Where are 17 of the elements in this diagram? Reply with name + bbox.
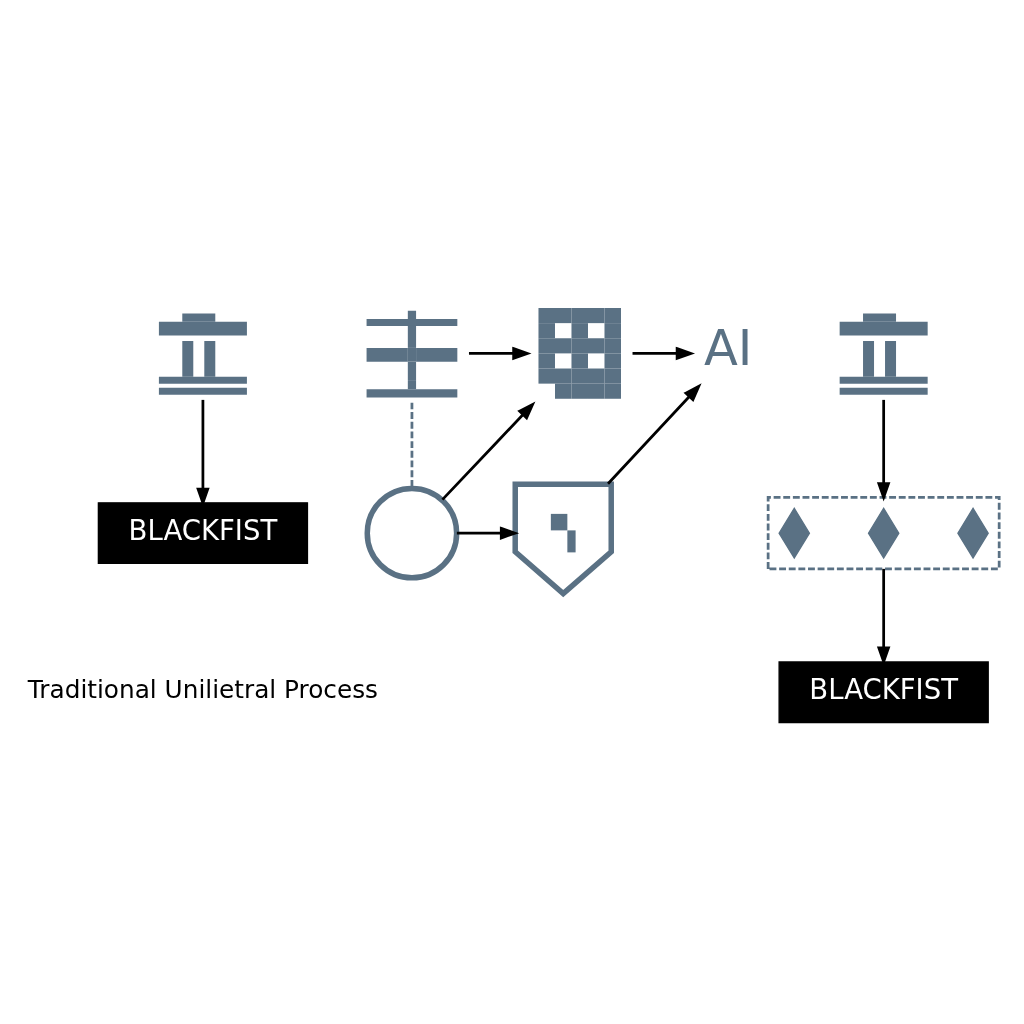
arrow bbox=[632, 346, 696, 360]
node-box: BLACKFIST bbox=[97, 501, 309, 564]
node-picture bbox=[512, 481, 614, 597]
connector bbox=[410, 402, 414, 488]
cluster bbox=[766, 495, 1001, 570]
arrow bbox=[441, 401, 536, 501]
node-diamond bbox=[957, 506, 989, 559]
arrow bbox=[456, 525, 520, 540]
label: Traditional Unilietral Process bbox=[27, 674, 378, 704]
arrow bbox=[876, 399, 891, 502]
node-diamond bbox=[867, 506, 900, 559]
arrow bbox=[607, 382, 702, 485]
node-text: AI bbox=[704, 318, 753, 377]
arrow bbox=[468, 346, 532, 360]
node-circle bbox=[364, 485, 460, 581]
node-diamond bbox=[778, 506, 811, 559]
node-box: BLACKFIST bbox=[778, 660, 989, 723]
